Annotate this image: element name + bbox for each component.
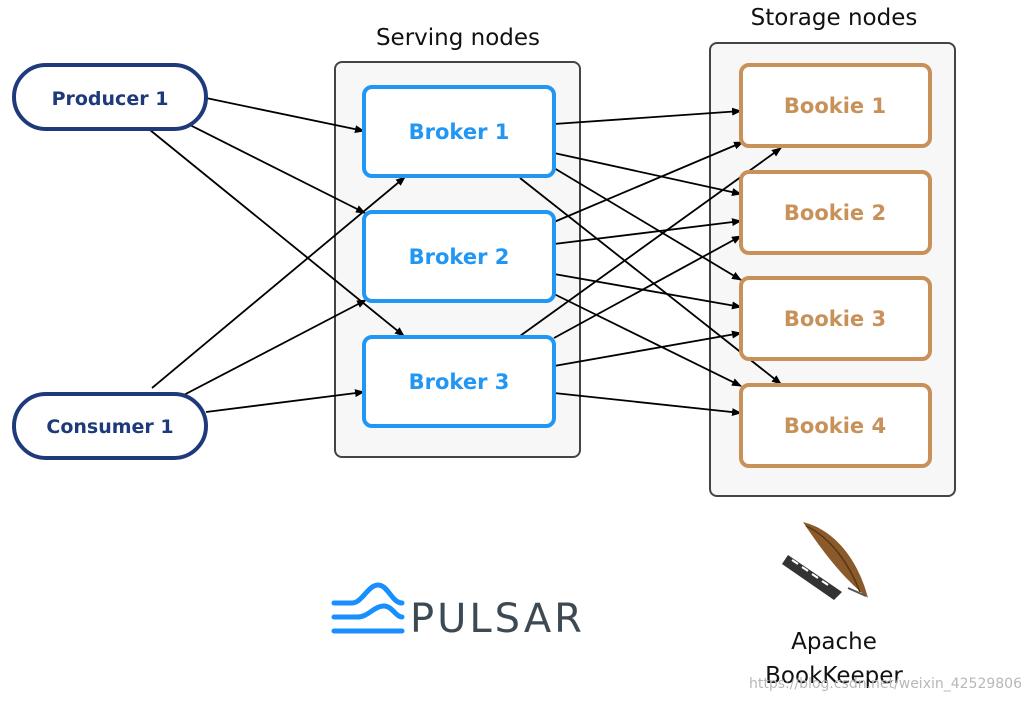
bookie-3-shape [739,276,932,361]
pulsar-wave-icon [331,582,405,634]
bookie-4-label: Bookie 4 [784,414,886,438]
bookie-4-node: Bookie 4 [739,383,932,468]
apache-label: Apache [791,629,877,655]
arrow-broker3-bookie2 [553,235,742,339]
consumer-shape [12,392,208,460]
arrow-broker1-bookie4 [519,177,782,385]
arrow-producer-broker2 [179,119,366,214]
pulsar-logo: PULSAR [331,582,585,642]
storage-nodes-group [709,42,956,497]
arrow-broker2-bookie1 [553,141,744,223]
broker-1-node: Broker 1 [362,85,556,178]
watermark-text: https://blog.csdn.net/weixin_42529806 [749,676,1022,692]
broker-2-node: Broker 2 [362,210,556,303]
bookie-2-shape [739,170,932,255]
arrow-producer-broker1 [205,97,365,134]
bookkeeper-logo: Apache BookKeeper [765,522,903,689]
bookie-4-shape [739,383,932,468]
arrow-consumer-broker2 [177,299,367,399]
bookie-3-node: Bookie 3 [739,276,932,361]
producer-node: Producer 1 [12,63,208,131]
broker-3-label: Broker 3 [409,370,510,394]
broker-3-shape [362,335,556,428]
serving-nodes-label: Serving nodes [376,25,540,51]
bookie-2-node: Bookie 2 [739,170,932,255]
bookie-2-label: Bookie 2 [784,201,886,225]
producer-shape [12,63,208,131]
arrow-broker1-bookie1 [553,107,742,125]
producer-label: Producer 1 [52,88,169,110]
arrow-broker3-bookie1 [519,147,782,337]
arrow-broker2-bookie3 [553,273,742,310]
bookie-1-label: Bookie 1 [784,94,886,118]
broker-2-shape [362,210,556,303]
broker-1-label: Broker 1 [409,120,510,144]
broker-2-label: Broker 2 [409,245,510,269]
arrow-broker2-bookie4 [553,293,742,387]
apache-feather-icon [782,522,868,600]
arrow-broker1-bookie2 [553,152,742,196]
storage-nodes-label: Storage nodes [751,5,918,31]
pulsar-wordmark: PULSAR [410,596,585,642]
arrow-consumer-broker1 [151,176,406,389]
arrow-broker1-bookie3 [553,167,742,281]
bookkeeper-label: BookKeeper [765,663,903,689]
bookie-1-node: Bookie 1 [739,63,932,148]
broker-1-shape [362,85,556,178]
bookie-1-shape [739,63,932,148]
consumer-node: Consumer 1 [12,392,208,460]
arrow-consumer-broker3 [205,389,365,413]
arrow-broker3-bookie4 [553,392,742,417]
arrow-broker2-bookie2 [553,218,742,245]
bookie-3-label: Bookie 3 [784,307,886,331]
consumer-label: Consumer 1 [46,416,173,438]
broker-3-node: Broker 3 [362,335,556,428]
arrow-broker3-bookie3 [553,330,742,367]
connection-arrows [149,97,782,417]
